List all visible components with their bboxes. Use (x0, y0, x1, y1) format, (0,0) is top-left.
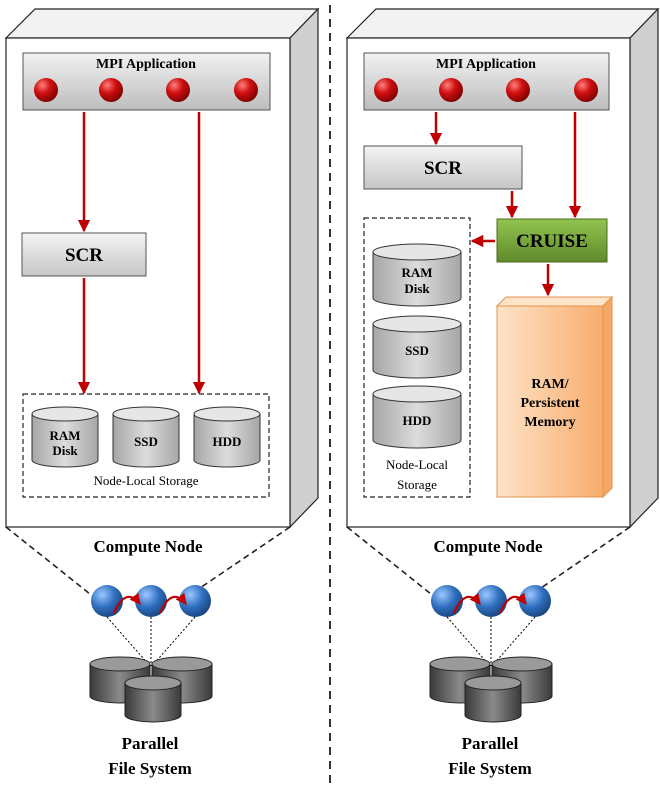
right-node-local-storage: RAM Disk SSD HDD Node-Local Storage (363, 217, 471, 498)
left-disk-ssd-label: SSD (134, 434, 158, 449)
left-cluster-node (179, 585, 211, 617)
right-memory-label-1: RAM/ (531, 377, 569, 392)
left-disk-ssd: SSD (112, 406, 180, 468)
left-zoom-line (5, 526, 96, 599)
right-cluster-node (475, 585, 507, 617)
right-zoom-line (346, 526, 437, 599)
left-process-ball (166, 78, 190, 102)
right-zoom-line (540, 526, 631, 589)
left-disk-ram: RAM Disk (31, 406, 99, 468)
left-compute-node-caption: Compute Node (93, 537, 203, 556)
right-scr-box: SCR (363, 145, 523, 190)
left-disk-hdd-label: HDD (213, 434, 242, 449)
left-cluster-link (112, 592, 141, 614)
right-cluster-node (519, 585, 551, 617)
left-pfs-label-1: Parallel (122, 734, 179, 753)
right-pfs-disks (429, 656, 553, 723)
right-disk-ram-label-1: RAM (401, 265, 432, 280)
right-disk-ram: RAM Disk (372, 243, 462, 307)
right-process-ball (374, 78, 398, 102)
right-memory-label-3: Memory (524, 415, 575, 430)
left-process-ball (34, 78, 58, 102)
right-storage-caption-1: Node-Local (386, 457, 448, 472)
left-disk-ram-label-1: RAM (49, 428, 80, 443)
left-pfs-disks (89, 656, 213, 723)
left-scr-box: SCR (21, 232, 147, 277)
right-scr-label: SCR (424, 158, 462, 179)
right-pfs-label-1: Parallel (462, 734, 519, 753)
right-disk-hdd: HDD (372, 385, 462, 449)
right-cluster-link (452, 592, 481, 614)
right-storage-caption-2: Storage (397, 477, 437, 492)
right-memory-label-2: Persistent (520, 396, 579, 411)
left-disk-ram-label-2: Disk (52, 443, 78, 458)
left-disk-hdd: HDD (193, 406, 261, 468)
right-cluster (431, 585, 551, 667)
left-mpi-application: MPI Application (22, 52, 271, 111)
right-process-ball (574, 78, 598, 102)
left-node-local-storage: RAM Disk SSD HDD Node-Local Storage (22, 393, 270, 498)
left-panel: MPI Application SCR RAM Disk (4, 7, 320, 778)
right-compute-node-caption: Compute Node (433, 537, 543, 556)
right-pfs-label-2: File System (448, 759, 532, 778)
left-cluster-node (91, 585, 123, 617)
left-process-ball (99, 78, 123, 102)
right-process-ball (506, 78, 530, 102)
left-cluster-link (158, 592, 187, 614)
left-storage-caption: Node-Local Storage (93, 473, 198, 488)
right-cluster-node (431, 585, 463, 617)
right-cluster-link (498, 592, 527, 614)
right-disk-ssd: SSD (372, 315, 462, 379)
right-cruise-label: CRUISE (516, 231, 588, 252)
right-panel: MPI Application SCR CRUISE RAM Disk (345, 7, 660, 778)
left-process-ball (234, 78, 258, 102)
right-disk-hdd-label: HDD (403, 413, 432, 428)
left-mpi-app-label: MPI Application (96, 57, 196, 72)
right-disk-ram-label-2: Disk (404, 281, 430, 296)
left-zoom-line (199, 526, 291, 589)
left-cluster (91, 585, 211, 667)
right-mpi-app-label: MPI Application (436, 57, 536, 72)
right-process-ball (439, 78, 463, 102)
right-mpi-application: MPI Application (363, 52, 610, 111)
left-cluster-node (135, 585, 167, 617)
right-memory-block: RAM/ Persistent Memory (495, 295, 614, 499)
right-cruise-box: CRUISE (496, 218, 608, 263)
left-scr-label: SCR (65, 245, 103, 266)
left-pfs-label-2: File System (108, 759, 192, 778)
right-disk-ssd-label: SSD (405, 343, 429, 358)
